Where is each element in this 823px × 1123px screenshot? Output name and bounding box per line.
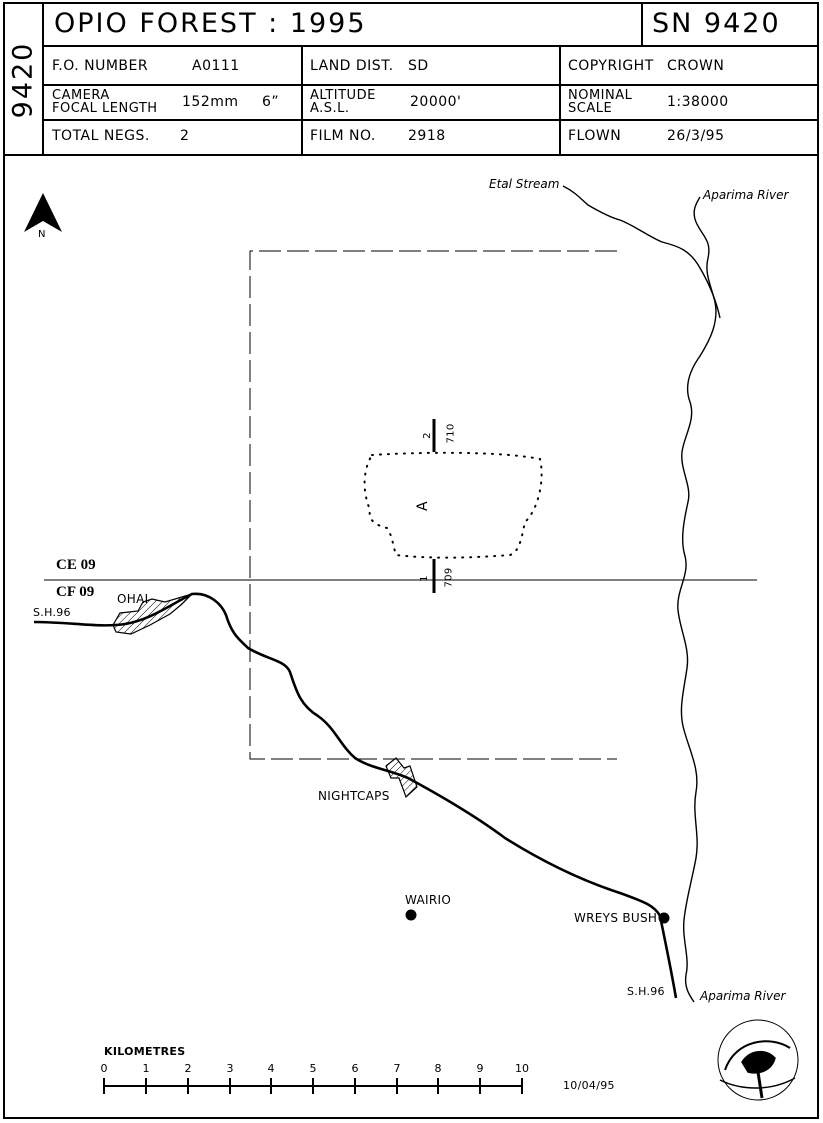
asl-label: A.S.L. [310, 101, 350, 116]
header-divider [44, 45, 819, 47]
film-no-value: 2918 [408, 128, 446, 144]
scale-tick-label: 6 [351, 1062, 359, 1075]
flown-label: FLOWN [568, 128, 622, 144]
scale-tick-label: 5 [309, 1062, 317, 1075]
photo-index-top: 2 [421, 432, 433, 439]
header-divider [641, 2, 643, 45]
wreys-bush-label: WREYS BUSH [574, 911, 658, 925]
etal-stream [562, 185, 721, 319]
altitude-label: ALTITUDE [310, 88, 376, 103]
photo-index-bottom: 1 [418, 575, 430, 582]
nominal-label: NOMINAL [568, 88, 633, 103]
scale-tick-label: 2 [184, 1062, 192, 1075]
scale-label: SCALE [568, 101, 613, 116]
scale-bar [103, 1078, 523, 1094]
aparima-river-label-top: Aparima River [703, 188, 789, 202]
nightcaps-label: NIGHTCAPS [318, 789, 390, 803]
scale-tick-label: 9 [476, 1062, 484, 1075]
scale-tick-label: 4 [267, 1062, 275, 1075]
header-divider [559, 45, 561, 155]
nz-aerial-mapping-logo [717, 1019, 799, 1101]
focal-length-mm: 152mm [182, 94, 239, 110]
land-dist-value: SD [408, 58, 429, 74]
header-divider [3, 154, 819, 156]
map-date: 10/04/95 [563, 1079, 615, 1092]
scale-tick-label: 7 [393, 1062, 401, 1075]
camera-label: CAMERA [52, 88, 110, 103]
header-divider [301, 45, 303, 155]
film-no-label: FILM NO. [310, 128, 376, 144]
side-strip: 9420 [3, 2, 44, 156]
focal-length-inches: 6” [262, 94, 280, 110]
aparima-river [677, 196, 717, 1003]
photo-code-bottom: 709 [443, 567, 455, 588]
forest-area-outline [363, 451, 543, 559]
north-label: N [38, 229, 46, 240]
etal-stream-label: Etal Stream [489, 177, 560, 191]
photo-code-top: 710 [445, 423, 457, 444]
flown-value: 26/3/95 [667, 128, 725, 144]
scale-tick-label: 1 [142, 1062, 150, 1075]
wreys-bush-dot [658, 912, 670, 924]
sh96-south-label: S.H.96 [627, 985, 665, 998]
focal-length-label: FOCAL LENGTH [52, 101, 158, 116]
scale-tick-label: 0 [100, 1062, 108, 1075]
sheet-number: SN 9420 [652, 8, 781, 39]
header-divider [44, 84, 819, 86]
ohai-town-area [112, 593, 193, 635]
wairio-dot [405, 909, 417, 921]
photo-coverage-box [249, 250, 617, 760]
fo-number-value: A0111 [192, 58, 240, 74]
header-divider [44, 119, 819, 121]
altitude-value: 20000' [410, 94, 462, 110]
scale-tick-label: 3 [226, 1062, 234, 1075]
run-label-cf: CF 09 [56, 584, 95, 600]
scale-tick-label: 10 [515, 1062, 529, 1075]
ohai-label: OHAI [117, 592, 149, 606]
map-sheet [3, 2, 819, 1119]
copyright-value: CROWN [667, 58, 725, 74]
copyright-label: COPYRIGHT [568, 58, 654, 74]
scale-tick-label: 8 [434, 1062, 442, 1075]
area-label: A [414, 501, 431, 511]
total-negs-value: 2 [180, 128, 190, 144]
map-title: OPIO FOREST : 1995 [54, 8, 367, 39]
nightcaps-town-area [385, 757, 418, 799]
sh96-west-label: S.H.96 [33, 606, 71, 619]
scale-value: 1:38000 [667, 94, 729, 110]
north-arrow-icon [24, 193, 62, 232]
wairio-label: WAIRIO [405, 893, 452, 907]
fo-number-label: F.O. NUMBER [52, 58, 149, 74]
aparima-river-label-bottom: Aparima River [700, 989, 786, 1003]
land-dist-label: LAND DIST. [310, 58, 394, 74]
scale-title: KILOMETRES [104, 1045, 186, 1058]
total-negs-label: TOTAL NEGS. [52, 128, 150, 144]
run-label-ce: CE 09 [56, 557, 96, 573]
